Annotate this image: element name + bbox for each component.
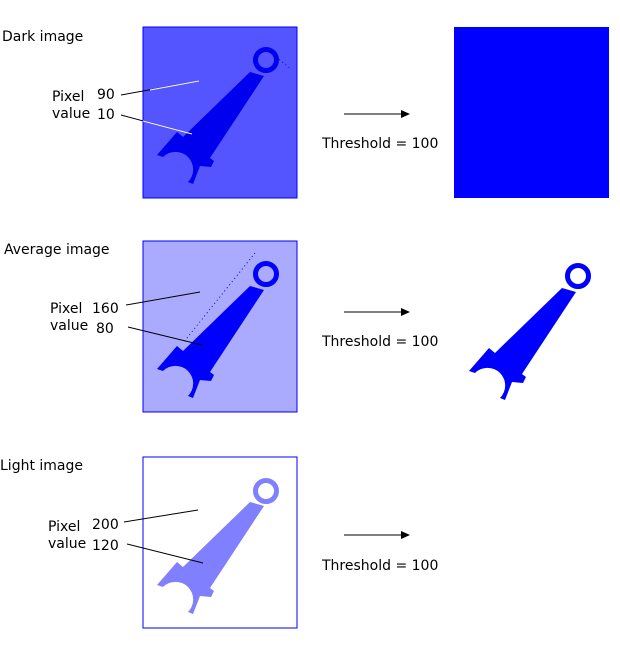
leader-line: [123, 509, 199, 523]
leader-line: [127, 326, 203, 346]
dotted-line: [182, 252, 256, 344]
result-average: [469, 263, 591, 400]
wrench-ring: [565, 263, 591, 289]
pixel-label: Pixel: [48, 519, 80, 535]
leader-line: [142, 120, 193, 135]
background-value: 90: [97, 87, 115, 103]
value-label: value: [48, 536, 86, 552]
object-value: 120: [92, 538, 119, 554]
average-image: [142, 240, 298, 413]
leader-line: [125, 291, 201, 306]
row-light: Light image Pixel value 200 120 Threshol…: [0, 456, 438, 629]
wrench-icon: [469, 288, 576, 400]
row-title: Average image: [4, 242, 110, 258]
value-label: value: [52, 106, 90, 122]
wrench-ring: [253, 261, 279, 287]
object-value: 10: [97, 107, 115, 123]
pixel-label: Pixel: [50, 301, 82, 317]
threshold-label: Threshold = 100: [321, 558, 438, 574]
object-value: 80: [96, 321, 114, 337]
pixel-label: Pixel: [52, 89, 84, 105]
row-title: Light image: [0, 458, 83, 474]
dotted-line: [275, 56, 292, 70]
light-image: [142, 456, 298, 629]
row-average: Average image Pixel value 160 80 Thresho…: [4, 240, 591, 413]
dark-image: [142, 26, 298, 199]
result-dark: [454, 27, 609, 198]
background-value: 200: [92, 517, 119, 533]
background-value: 160: [92, 301, 119, 317]
value-label: value: [50, 318, 88, 334]
leader-line: [126, 543, 204, 564]
arrow-head: [401, 110, 410, 118]
row-title: Dark image: [2, 29, 83, 45]
threshold-label: Threshold = 100: [321, 136, 438, 152]
leader-line: [149, 80, 200, 91]
wrench-ring: [253, 478, 279, 504]
row-dark: Dark image Pixel value 90 10 Threshold =…: [2, 26, 609, 199]
arrow-head: [401, 308, 410, 316]
arrow-head: [401, 531, 410, 539]
threshold-label: Threshold = 100: [321, 334, 438, 350]
wrench-ring: [253, 47, 279, 73]
